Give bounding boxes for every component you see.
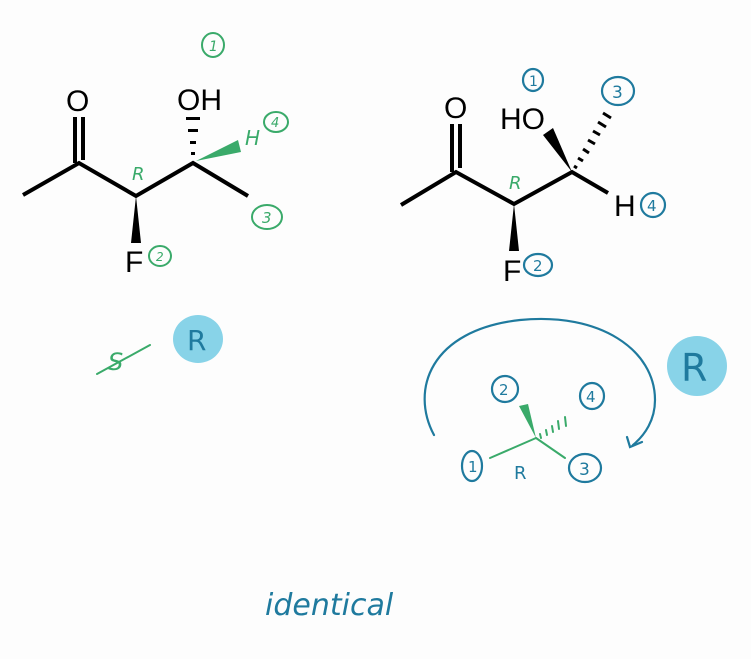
priority-4-label: 4 [586,388,596,406]
carbon-chain-bond [399,169,610,207]
highlight-circle [667,336,727,396]
bond-to-priority-1 [489,437,537,459]
priority-1-label: 1 [468,458,478,476]
priority-1-label: 1 [529,74,538,90]
left-molecule: O F OH H R 1 2 3 4 [22,32,289,279]
stereo-descriptor-c3: R [132,164,145,185]
crossed-out-s-label: S [108,348,123,376]
wedge-bond-fluorine [131,196,141,243]
hydroxyl-group: HO [500,103,545,136]
priority-3-label: 3 [262,209,272,227]
priority-circle-3 [600,75,636,107]
conclusion-text: identical [265,588,394,623]
priority-circle-3 [567,452,603,484]
wedge-bond-hydrogen [196,140,241,161]
priority-3-label: 3 [579,460,590,480]
priority-4-label: 4 [271,116,279,131]
hydrogen-label: H [245,126,260,150]
answer-r-label: R [681,346,707,390]
priority-3-label: 3 [612,83,623,103]
hashed-bond-hydroxyl [186,117,200,155]
priority-circle-2 [522,252,554,278]
priority-1-label: 1 [209,39,218,55]
priority-circle-1 [201,32,225,58]
wedge-bond-hydroxyl [543,128,572,172]
hydroxyl-group: OH [177,84,222,117]
answer-r-label: R [187,324,206,357]
strike-through-line [96,344,151,375]
priority-circle-1 [521,67,545,93]
priority-circle-2 [490,374,520,404]
rotation-arc [423,317,657,447]
left-configuration-answer: S R [96,315,223,376]
priority-2-label: 2 [156,250,164,264]
priority-2-label: 2 [533,257,543,275]
wedge-bond-fluorine [509,204,519,251]
priority-circle-2 [148,245,172,267]
bond-to-priority-3 [535,437,566,459]
clockwise-arrow-head [625,435,644,449]
center-r-label: R [514,463,527,484]
priority-circle-4 [639,191,667,219]
priority-4-label: 4 [647,197,657,215]
wedge-to-priority-2 [519,404,536,438]
carbonyl-oxygen-atom: O [444,92,467,125]
fluorine-atom: F [503,255,521,288]
hash-to-priority-4 [539,416,567,439]
priority-2-label: 2 [499,381,509,399]
fluorine-atom: F [125,246,143,279]
priority-circle-4 [578,381,606,411]
priority-circle-3 [251,204,283,230]
highlight-circle [173,315,223,363]
hashed-bond-methyl [573,111,612,170]
right-molecule: O F HO H R 1 2 3 4 [399,67,667,288]
stereocenter-sketch: 2 4 1 3 R R [423,317,727,484]
carbonyl-oxygen-atom: O [66,85,89,118]
hydrogen-atom: H [614,190,636,223]
priority-circle-1 [460,449,484,483]
stereo-descriptor-c3: R [509,173,522,194]
priority-circle-4 [263,111,289,133]
